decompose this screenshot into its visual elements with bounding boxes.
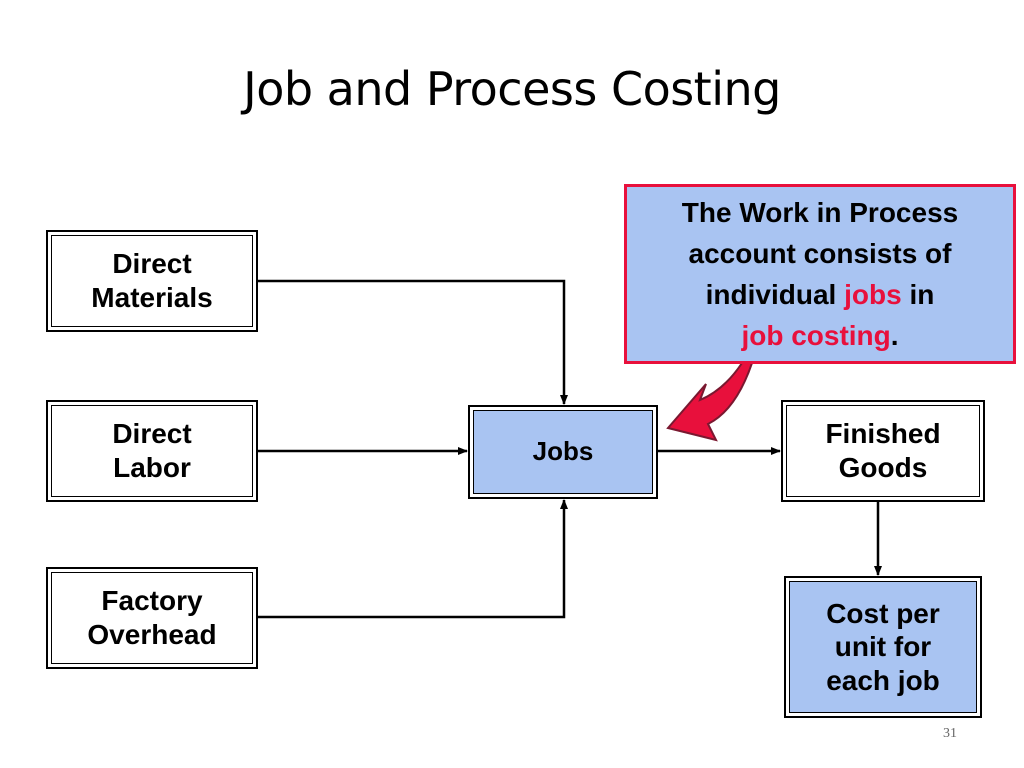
slide-number: 31 bbox=[943, 726, 957, 741]
callout-line-3: individual jobs in bbox=[706, 274, 935, 315]
arrow-overhead-to-jobs bbox=[258, 499, 568, 619]
callout-highlight-jobs: jobs bbox=[844, 279, 902, 310]
callout-line-2: account consists of bbox=[688, 238, 952, 269]
arrow-materials-to-jobs bbox=[258, 279, 568, 405]
work-in-process-callout: The Work in Process account consists of … bbox=[624, 184, 1016, 364]
callout-pointer-arrow bbox=[666, 362, 754, 442]
callout-highlight-job-costing: job costing bbox=[741, 320, 891, 351]
cost-per-unit-box: Cost per unit for each job bbox=[784, 576, 982, 718]
jobs-label: Jobs bbox=[532, 436, 594, 467]
direct-materials-box: Direct Materials bbox=[46, 230, 258, 332]
finished-goods-box: Finished Goods bbox=[781, 400, 985, 502]
cost-per-unit-label-1: Cost per bbox=[826, 597, 940, 629]
callout-text-in: in bbox=[901, 279, 935, 310]
factory-overhead-box: Factory Overhead bbox=[46, 567, 258, 669]
callout-text-individual: individual bbox=[705, 279, 845, 310]
callout-line-1: The Work in Process bbox=[681, 197, 959, 228]
direct-labor-label-1: Direct bbox=[112, 418, 192, 450]
direct-labor-label-2: Labor bbox=[113, 452, 191, 483]
finished-goods-label-2: Goods bbox=[838, 452, 928, 483]
slide-title: Job and Process Costing bbox=[243, 62, 781, 116]
factory-overhead-label-1: Factory bbox=[101, 585, 203, 617]
factory-overhead-label-2: Overhead bbox=[87, 619, 217, 650]
callout-line-4: job costing. bbox=[741, 315, 898, 356]
direct-labor-box: Direct Labor bbox=[46, 400, 258, 502]
finished-goods-label-1: Finished bbox=[825, 418, 941, 450]
cost-per-unit-label-3: each job bbox=[826, 664, 940, 696]
direct-materials-label-2: Materials bbox=[91, 282, 213, 313]
direct-materials-label-1: Direct bbox=[112, 248, 192, 280]
jobs-box: Jobs bbox=[468, 405, 658, 499]
cost-per-unit-label-2: unit for bbox=[834, 631, 932, 663]
callout-period: . bbox=[890, 320, 899, 351]
